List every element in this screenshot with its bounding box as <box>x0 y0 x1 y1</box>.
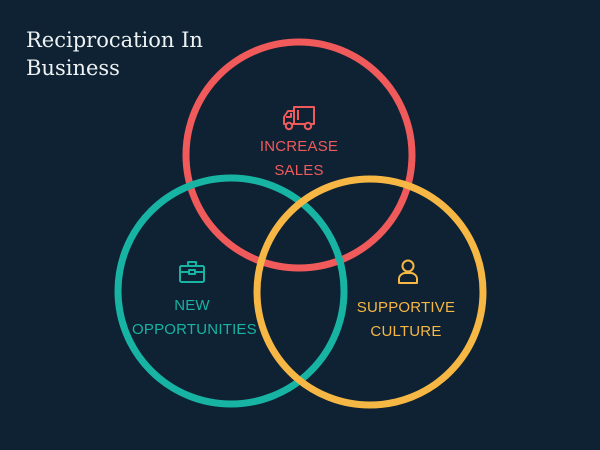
briefcase-icon <box>179 261 205 283</box>
label-new-opportunities: NEW OPPORTUNITIES <box>132 294 257 342</box>
circle-increase-sales <box>182 38 416 272</box>
diagram-title: Reciprocation In Business <box>26 26 256 82</box>
truck-icon <box>283 106 315 131</box>
label-new-opportunities-line-2: OPPORTUNITIES <box>132 321 257 338</box>
circle-new-opportunities <box>114 174 348 408</box>
label-increase-sales: INCREASE SALES <box>239 135 359 183</box>
label-new-opportunities-line-1: NEW <box>174 297 210 314</box>
label-increase-sales-line-1: INCREASE <box>259 138 339 155</box>
label-supportive-culture: SUPPORTIVE CULTURE <box>346 296 466 344</box>
label-increase-sales-line-2: SALES <box>274 162 324 179</box>
label-supportive-culture-line-2: CULTURE <box>370 323 442 340</box>
label-supportive-culture-line-1: SUPPORTIVE <box>356 299 456 316</box>
user-icon <box>398 259 418 284</box>
title-line-2: Business <box>26 56 120 80</box>
circle-supportive-culture <box>253 175 487 409</box>
title-line-1: Reciprocation In <box>26 28 203 52</box>
